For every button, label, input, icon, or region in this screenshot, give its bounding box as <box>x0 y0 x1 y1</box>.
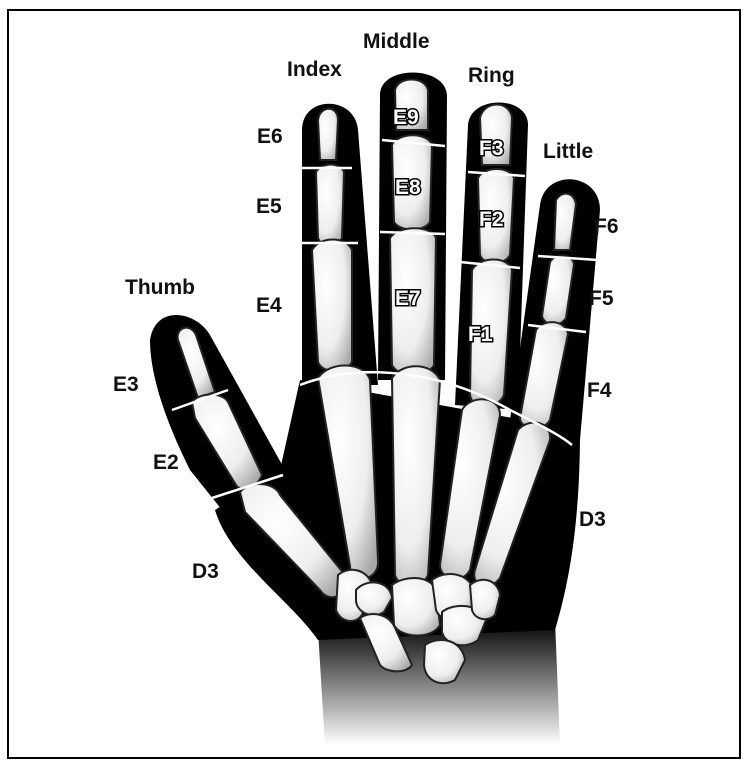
label-e9: E9 <box>393 106 419 129</box>
label-f2: F2 <box>479 208 504 231</box>
label-f6: F6 <box>594 215 619 238</box>
label-e3: E3 <box>113 373 139 396</box>
label-e6: E6 <box>257 125 283 148</box>
label-e4: E4 <box>256 294 282 317</box>
label-middle: Middle <box>363 30 430 53</box>
label-thumb: Thumb <box>125 276 195 299</box>
label-ring: Ring <box>468 64 515 87</box>
label-e2: E2 <box>153 451 179 474</box>
label-f4: F4 <box>587 379 612 402</box>
label-d3-right: D3 <box>579 508 606 531</box>
label-little: Little <box>543 140 593 163</box>
label-e8: E8 <box>395 176 421 199</box>
label-f5: F5 <box>589 287 614 310</box>
label-f3: F3 <box>479 137 504 160</box>
label-e5: E5 <box>256 195 282 218</box>
label-index: Index <box>287 58 342 81</box>
label-e7: E7 <box>395 287 421 310</box>
label-d3-left: D3 <box>192 560 219 583</box>
label-f1: F1 <box>468 323 493 346</box>
